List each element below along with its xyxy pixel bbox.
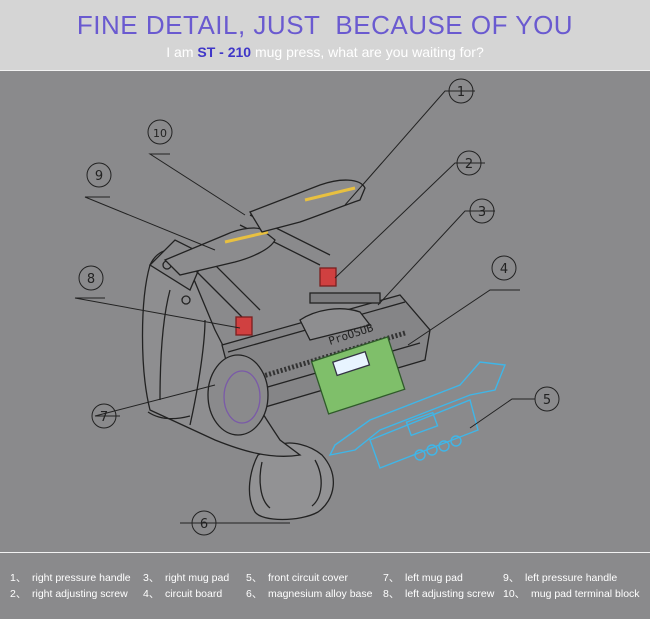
left-handle xyxy=(163,227,276,276)
legend-item-4: 4、circuit board xyxy=(143,588,223,600)
legend-item-9: 9、left pressure handle xyxy=(503,572,618,584)
legend-item-10: 10、mug pad terminal block xyxy=(503,588,640,600)
svg-text:2: 2 xyxy=(465,157,473,172)
callout-4: 4 xyxy=(491,255,517,281)
page-title: FINE DETAIL, JUST BECAUSE OF YOU xyxy=(76,10,574,40)
right-handle xyxy=(249,179,366,233)
svg-text:6: 6 xyxy=(200,517,208,532)
callout-7: 7 xyxy=(91,403,117,429)
svg-text:5: 5 xyxy=(543,393,551,408)
right-mug-pad xyxy=(299,308,372,341)
page-subtitle: I am ST - 210 mug press, what are you wa… xyxy=(0,44,650,60)
legend-item-8: 8、left adjusting screw xyxy=(383,588,495,600)
legend-item-3: 3、right mug pad xyxy=(143,572,230,584)
svg-text:4: 4 xyxy=(500,262,508,277)
legend-item-5: 5、front circuit cover xyxy=(246,572,348,584)
front-circuit-cover xyxy=(328,361,506,469)
circuit-board xyxy=(310,336,406,415)
base-foot xyxy=(248,442,334,521)
mug-press-diagram: ProOSUB 1 2 3 4 5 6 7 8 9 10 xyxy=(74,78,560,536)
left-adjusting-screw xyxy=(235,316,253,336)
svg-text:3: 3 xyxy=(478,205,486,220)
callout-5: 5 xyxy=(534,386,560,412)
subtitle-suffix: mug press, what are you waiting for? xyxy=(251,44,484,60)
legend-item-7: 7、left mug pad xyxy=(383,572,463,584)
guide-rods xyxy=(184,214,331,321)
footer-divider xyxy=(0,552,650,553)
svg-text:8: 8 xyxy=(87,272,95,287)
header-divider xyxy=(0,70,650,71)
callout-10: 10 xyxy=(147,119,173,145)
svg-text:10: 10 xyxy=(153,127,167,140)
svg-text:1: 1 xyxy=(457,85,465,100)
left-mug-pad xyxy=(207,354,269,436)
svg-text:9: 9 xyxy=(95,169,103,184)
callout-1: 1 xyxy=(448,78,474,104)
legend-item-6: 6、magnesium alloy base xyxy=(246,588,373,600)
model-name: ST - 210 xyxy=(197,44,252,60)
subtitle-prefix: I am xyxy=(166,44,198,60)
parts-legend: 1、right pressure handle 2、right adjustin… xyxy=(0,566,650,606)
header-banner: FINE DETAIL, JUST BECAUSE OF YOU I am ST… xyxy=(0,0,650,70)
legend-item-1: 1、right pressure handle xyxy=(10,572,131,584)
legend-item-2: 2、right adjusting screw xyxy=(10,588,128,600)
callout-6: 6 xyxy=(191,510,217,536)
right-adjusting-screw xyxy=(319,267,337,287)
callout-3: 3 xyxy=(469,198,495,224)
svg-text:7: 7 xyxy=(100,410,108,425)
callout-2: 2 xyxy=(456,150,482,176)
callout-8: 8 xyxy=(78,265,104,291)
callout-9: 9 xyxy=(86,162,112,188)
